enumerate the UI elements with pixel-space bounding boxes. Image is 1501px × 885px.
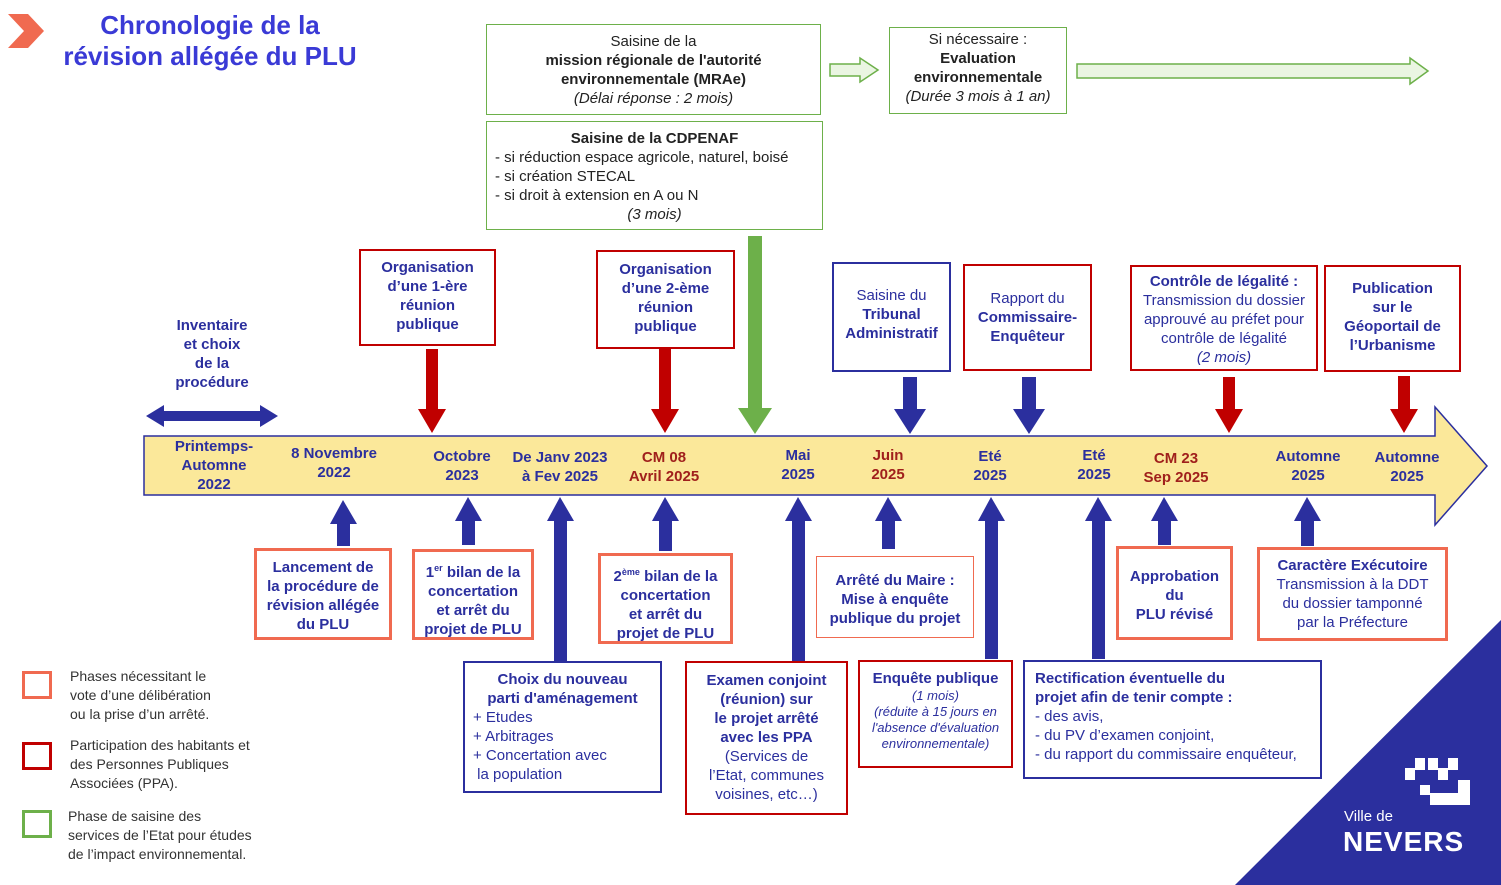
arrow-down-rapport: [1013, 377, 1045, 434]
chevron-logo-icon: [8, 14, 44, 48]
logo-small-text: Ville de: [1344, 808, 1393, 825]
arrow-down-cdpenaf: [738, 236, 772, 434]
arrow-up-arrete: [875, 497, 902, 549]
green-arrow-small: [829, 56, 880, 84]
inventaire-label: Inventaire et choix de la procédure: [175, 317, 249, 391]
title-line-2: révision allégée du PLU: [63, 41, 357, 71]
double-arrow-icon: [146, 405, 278, 427]
examen-box: Examen conjoint (réunion) sur le projet …: [685, 661, 848, 815]
bilan1-box: 1er bilan de la concertation et arrêt du…: [412, 549, 534, 640]
publication-box: Publication sur le Géoportail de l’Urban…: [1324, 265, 1461, 372]
legalite-box: Contrôle de légalité : Transmission du d…: [1130, 265, 1318, 371]
arrow-down-legalite: [1215, 377, 1243, 433]
corner-triangle: [1235, 620, 1501, 885]
timeline-band: [143, 405, 1488, 527]
rectification-box: Rectification éventuelle du projet afin …: [1023, 660, 1322, 779]
nevers-logo-icon: [1405, 758, 1470, 805]
executoire-box: Caractère Exécutoire Transmission à la D…: [1257, 547, 1448, 641]
enquete-box: Enquête publique (1 mois) (réduite à 15 …: [858, 660, 1013, 768]
arrow-down-publication: [1390, 376, 1418, 433]
arrow-up-bilan1: [455, 497, 482, 545]
arrow-up-executoire: [1294, 497, 1321, 546]
bilan2-box: 2ème bilan de la concertation et arrêt d…: [598, 553, 733, 644]
arrow-up-rectification: [1085, 497, 1112, 659]
arrow-down-reunion2: [651, 349, 679, 433]
title-line-1: Chronologie de la: [100, 10, 320, 40]
page-title: Chronologie de la révision allégée du PL…: [30, 10, 390, 72]
legend-swatch-green: [22, 810, 52, 838]
legend-swatch-orange: [22, 671, 52, 699]
approbation-box: Approbation du PLU révisé: [1116, 546, 1233, 640]
cdpenaf-box: Saisine de la CDPENAF - si réduction esp…: [486, 121, 823, 230]
reunion2-box: Organisation d’une 2-ème réunion publiqu…: [596, 250, 735, 349]
arrow-down-tribunal: [894, 377, 926, 434]
arrow-up-lancement: [330, 500, 357, 546]
rapport-box: Rapport du Commissaire- Enquêteur: [963, 264, 1092, 371]
arrow-up-enquete: [978, 497, 1005, 659]
arrow-up-examen: [785, 497, 812, 661]
arrow-up-bilan2: [652, 497, 679, 551]
green-arrow-long: [1076, 56, 1430, 86]
arrete-box: Arrêté du Maire : Mise à enquête publiqu…: [816, 556, 974, 638]
choix-box: Choix du nouveau parti d'aménagement + E…: [463, 661, 662, 793]
logo-big-text: NEVERS: [1343, 826, 1465, 857]
arrow-down-reunion1: [418, 349, 446, 433]
lancement-box: Lancement de la procédure de révision al…: [254, 548, 392, 640]
legend-swatch-red: [22, 742, 52, 770]
reunion1-box: Organisation d’une 1-ère réunion publiqu…: [359, 249, 496, 346]
tribunal-box: Saisine du Tribunal Administratif: [832, 262, 951, 372]
arrow-up-choix: [547, 497, 574, 661]
arrow-up-approbation: [1151, 497, 1178, 545]
mrae-box: Saisine de la mission régionale de l'aut…: [486, 24, 821, 115]
evaluation-box: Si nécessaire : Evaluation environnement…: [889, 27, 1067, 114]
